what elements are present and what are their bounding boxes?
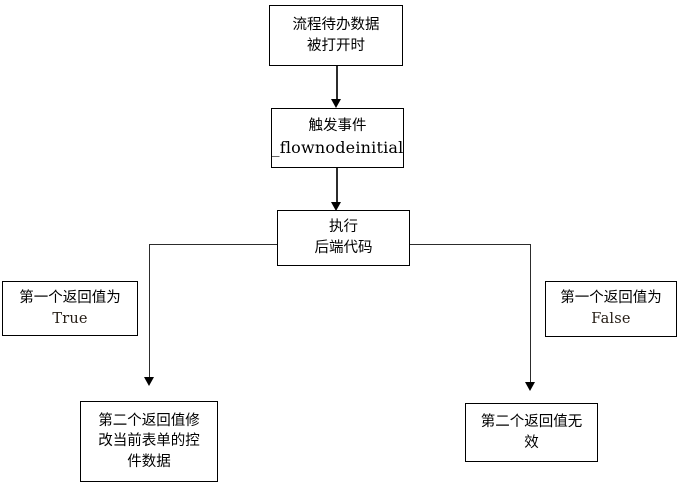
node-false-line-1: 第一个返回值为 [560, 290, 662, 307]
connector-exec-to-right-vertical [529, 243, 531, 383]
node-true-line-1: 第一个返回值为 [19, 289, 121, 306]
connector-exec-to-left-vertical [148, 243, 150, 378]
node-trigger-line-1: 触发事件 [308, 118, 367, 135]
node-exec-line-1: 执行 [329, 219, 358, 236]
arrowhead-down-icon-exec [331, 202, 341, 211]
node-right-result-line-2: 效 [524, 434, 539, 451]
node-trigger-line-2: _flownodeinitial [271, 137, 404, 157]
node-label-first-return-true[interactable]: 第一个返回值为 True [2, 281, 138, 336]
node-left-result-line-3: 件数据 [127, 453, 171, 470]
node-execute-backend-code[interactable]: 执行 后端代码 [277, 210, 410, 266]
arrowhead-down-icon-trigger [331, 99, 341, 108]
node-start-line-1: 流程待办数据 [292, 16, 380, 33]
arrowhead-down-icon-right-result [524, 382, 535, 391]
node-start[interactable]: 流程待办数据 被打开时 [269, 5, 403, 66]
node-left-result-line-2: 改当前表单的控 [98, 433, 200, 450]
node-label-first-return-false[interactable]: 第一个返回值为 False [545, 281, 677, 337]
node-exec-line-2: 后端代码 [314, 240, 373, 256]
node-left-result[interactable]: 第二个返回值修 改当前表单的控 件数据 [80, 401, 218, 482]
arrowhead-down-icon-left-result [143, 377, 154, 386]
connector-start-to-trigger [336, 66, 338, 101]
node-right-result-line-1: 第二个返回值无 [480, 413, 583, 430]
node-right-result[interactable]: 第二个返回值无 效 [465, 403, 598, 462]
node-start-line-2: 被打开时 [307, 37, 365, 54]
node-trigger-event[interactable]: 触发事件 _flownodeinitial [271, 108, 404, 168]
connector-trigger-to-exec [336, 168, 338, 204]
node-left-result-line-1: 第二个返回值修 [98, 412, 200, 429]
connector-exec-to-left-horizontal [149, 243, 278, 245]
node-false-line-2: False [591, 311, 631, 327]
node-true-line-2: True [52, 310, 88, 327]
connector-exec-to-right-horizontal [409, 243, 531, 245]
